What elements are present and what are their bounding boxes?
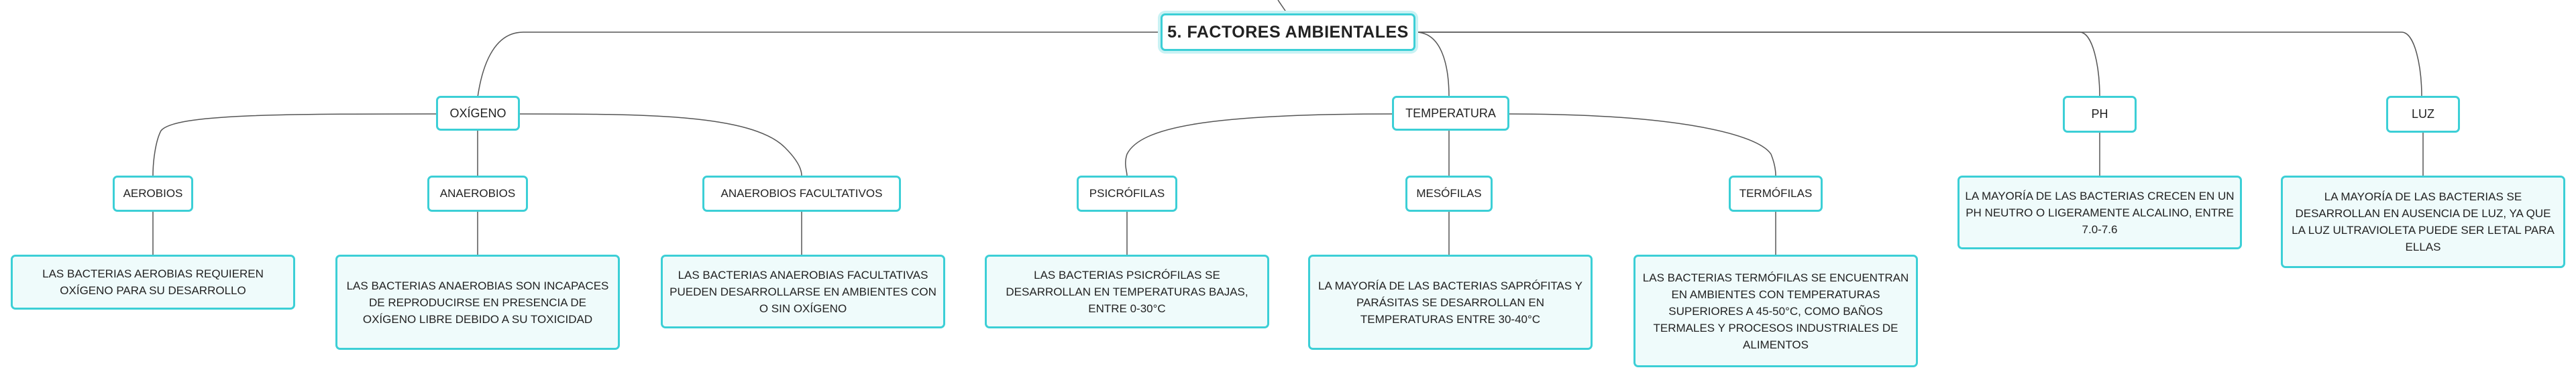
detail-aerobios[interactable]: LAS BACTERIAS AEROBIAS REQUIEREN OXÍGENO… [11, 255, 295, 310]
detail-ph[interactable]: LA MAYORÍA DE LAS BACTERIAS CRECEN EN UN… [1957, 176, 2242, 249]
subtopic-anaerobios-facultativos[interactable]: ANAEROBIOS FACULTATIVOS [702, 176, 901, 212]
subtopic-mesofilas[interactable]: MESÓFILAS [1405, 176, 1493, 212]
detail-anaerobios-facultativos[interactable]: LAS BACTERIAS ANAEROBIAS FACULTATIVAS PU… [661, 255, 945, 328]
root-node[interactable]: 5. FACTORES AMBIENTALES [1161, 13, 1415, 51]
subtopic-anaerobios[interactable]: ANAEROBIOS [427, 176, 528, 212]
subtopic-aerobios[interactable]: AEROBIOS [113, 176, 193, 212]
detail-luz[interactable]: LA MAYORÍA DE LAS BACTERIAS SE DESARROLL… [2281, 176, 2565, 268]
detail-anaerobios[interactable]: LAS BACTERIAS ANAEROBIAS SON INCAPACES D… [335, 255, 620, 350]
category-oxigeno[interactable]: OXÍGENO [436, 96, 520, 131]
detail-psicrofilas[interactable]: LAS BACTERIAS PSICRÓFILAS SE DESARROLLAN… [985, 255, 1269, 328]
category-ph[interactable]: PH [2063, 96, 2137, 133]
category-luz[interactable]: LUZ [2386, 96, 2460, 133]
detail-mesofilas[interactable]: LA MAYORÍA DE LAS BACTERIAS SAPRÓFITAS Y… [1308, 255, 1593, 350]
detail-termofilas[interactable]: LAS BACTERIAS TERMÓFILAS SE ENCUENTRAN E… [1633, 255, 1918, 367]
subtopic-termofilas[interactable]: TERMÓFILAS [1729, 176, 1823, 212]
subtopic-psicrofilas[interactable]: PSICRÓFILAS [1077, 176, 1177, 212]
category-temperatura[interactable]: TEMPERATURA [1392, 96, 1509, 131]
